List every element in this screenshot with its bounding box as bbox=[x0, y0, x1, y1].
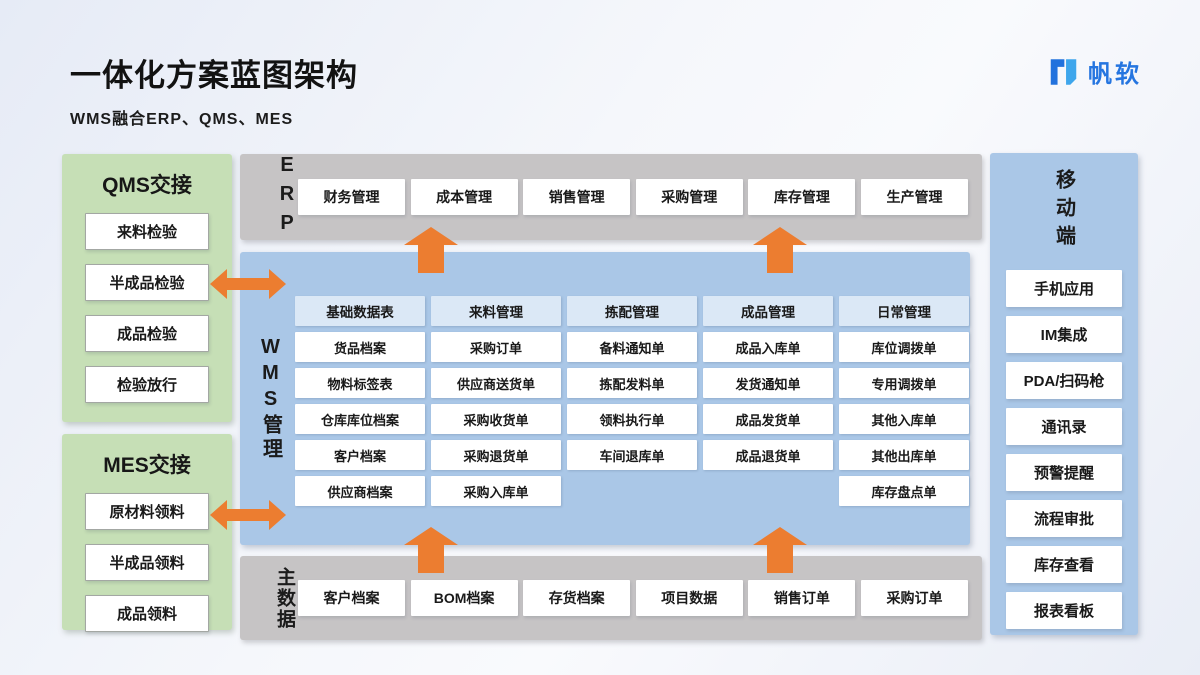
erp-module: 成本管理 bbox=[410, 179, 518, 215]
wms-cell: 其他入库单 bbox=[839, 404, 969, 434]
wms-cell: 库位调拨单 bbox=[839, 332, 969, 362]
wms-cell: 发货通知单 bbox=[703, 368, 833, 398]
wms-column-header: 拣配管理 bbox=[567, 296, 697, 326]
wms-column: 日常管理 库位调拨单专用调拨单其他入库单其他出库单库存盘点单 bbox=[839, 296, 969, 506]
mobile-item: IM集成 bbox=[1006, 316, 1122, 353]
wms-column: 来料管理 采购订单供应商送货单采购收货单采购退货单采购入库单 bbox=[431, 296, 561, 506]
erp-module: 采购管理 bbox=[635, 179, 743, 215]
erp-bar-label: ERP bbox=[276, 153, 298, 241]
wms-cell: 采购退货单 bbox=[431, 440, 561, 470]
up-arrow-master-to-wms-left bbox=[404, 527, 458, 573]
wms-cell: 采购收货单 bbox=[431, 404, 561, 434]
mes-item: 半成品领料 bbox=[85, 544, 209, 581]
erp-module: 库存管理 bbox=[748, 179, 856, 215]
erp-bar: ERP 财务管理成本管理销售管理采购管理库存管理生产管理 bbox=[240, 153, 982, 241]
master-data-item: 客户档案 bbox=[298, 580, 405, 616]
wms-cell: 成品退货单 bbox=[703, 440, 833, 470]
erp-module-list: 财务管理成本管理销售管理采购管理库存管理生产管理 bbox=[298, 179, 982, 215]
page-subtitle: WMS融合ERP、QMS、MES bbox=[70, 111, 294, 128]
qms-item-list: 来料检验半成品检验成品检验检验放行 bbox=[62, 199, 232, 403]
mobile-item: 库存查看 bbox=[1006, 546, 1122, 583]
wms-column: 拣配管理 备料通知单拣配发料单领料执行单车间退库单 bbox=[567, 296, 697, 506]
mobile-item: 手机应用 bbox=[1006, 270, 1122, 307]
mobile-item: PDA/扫码枪 bbox=[1006, 362, 1122, 399]
qms-item: 成品检验 bbox=[85, 315, 209, 352]
brand-logo-text: 帆软 bbox=[1088, 61, 1142, 88]
wms-cell: 成品发货单 bbox=[703, 404, 833, 434]
double-arrow-mes-wms bbox=[210, 498, 286, 532]
page-title: 一体化方案蓝图架构 bbox=[70, 58, 358, 93]
wms-panel-label: WMS管理 bbox=[259, 335, 282, 462]
erp-module: 生产管理 bbox=[860, 179, 968, 215]
double-arrow-qms-wms bbox=[210, 267, 286, 301]
master-data-item: 项目数据 bbox=[635, 580, 743, 616]
wms-cell: 专用调拨单 bbox=[839, 368, 969, 398]
mobile-panel: 移动端 手机应用 IM集成 PDA/扫码枪通讯录预警提醒流程审批库存查看报表看板 bbox=[990, 153, 1138, 635]
wms-cell: 备料通知单 bbox=[567, 332, 697, 362]
qms-panel-title: QMS交接 bbox=[102, 174, 192, 197]
up-arrow-master-to-wms-right bbox=[753, 527, 807, 573]
wms-cell: 领料执行单 bbox=[567, 404, 697, 434]
master-data-label: 主数据 bbox=[274, 566, 295, 630]
wms-cell: 供应商送货单 bbox=[431, 368, 561, 398]
wms-column-header: 基础数据表 bbox=[295, 296, 425, 326]
wms-cell: 物料标签表 bbox=[295, 368, 425, 398]
mobile-panel-label: 移动端 bbox=[1052, 169, 1075, 253]
brand-logo: 帆软 bbox=[1046, 54, 1142, 89]
wms-column-header: 日常管理 bbox=[839, 296, 969, 326]
mobile-item: 预警提醒 bbox=[1006, 454, 1122, 491]
mobile-item: 报表看板 bbox=[1006, 592, 1122, 629]
mes-item: 原材料领料 bbox=[85, 493, 209, 530]
wms-panel: WMS管理 基础数据表 货品档案物料标签表仓库库位档案客户档案供应商档案 来料管… bbox=[240, 252, 970, 545]
wms-cell: 拣配发料单 bbox=[567, 368, 697, 398]
wms-cell: 成品入库单 bbox=[703, 332, 833, 362]
wms-cell: 采购订单 bbox=[431, 332, 561, 362]
master-data-item: 采购订单 bbox=[860, 580, 968, 616]
wms-cell: 供应商档案 bbox=[295, 476, 425, 506]
mes-panel: MES交接 原材料领料半成品领料成品领料 bbox=[62, 434, 232, 632]
wms-column-header: 来料管理 bbox=[431, 296, 561, 326]
qms-item: 半成品检验 bbox=[85, 264, 209, 301]
mes-panel-title: MES交接 bbox=[103, 454, 191, 477]
qms-item: 检验放行 bbox=[85, 366, 209, 403]
fanruan-logo-icon bbox=[1050, 58, 1077, 85]
wms-column: 成品管理 成品入库单发货通知单成品发货单成品退货单 bbox=[703, 296, 833, 506]
up-arrow-wms-to-erp-right bbox=[753, 227, 807, 273]
wms-cell: 货品档案 bbox=[295, 332, 425, 362]
wms-cell: 其他出库单 bbox=[839, 440, 969, 470]
wms-column: 基础数据表 货品档案物料标签表仓库库位档案客户档案供应商档案 bbox=[295, 296, 425, 506]
wms-cell: 仓库库位档案 bbox=[295, 404, 425, 434]
up-arrow-wms-to-erp-left bbox=[404, 227, 458, 273]
qms-item: 来料检验 bbox=[85, 213, 209, 250]
mobile-item: 流程审批 bbox=[1006, 500, 1122, 537]
qms-panel: QMS交接 来料检验半成品检验成品检验检验放行 bbox=[62, 154, 232, 422]
wms-column-header: 成品管理 bbox=[703, 296, 833, 326]
master-data-item: 销售订单 bbox=[748, 580, 856, 616]
master-data-item: BOM档案 bbox=[410, 580, 518, 616]
master-data-item: 存货档案 bbox=[523, 580, 631, 616]
wms-cell: 库存盘点单 bbox=[839, 476, 969, 506]
wms-grid: 基础数据表 货品档案物料标签表仓库库位档案客户档案供应商档案 来料管理 采购订单… bbox=[295, 296, 969, 506]
mobile-item: 通讯录 bbox=[1006, 408, 1122, 445]
erp-module: 财务管理 bbox=[298, 179, 405, 215]
mes-item-list: 原材料领料半成品领料成品领料 bbox=[62, 479, 232, 632]
wms-cell: 客户档案 bbox=[295, 440, 425, 470]
mobile-item-list: 手机应用 IM集成 PDA/扫码枪通讯录预警提醒流程审批库存查看报表看板 bbox=[990, 254, 1138, 629]
wms-cell: 采购入库单 bbox=[431, 476, 561, 506]
wms-cell: 车间退库单 bbox=[567, 440, 697, 470]
erp-module: 销售管理 bbox=[523, 179, 631, 215]
mes-item: 成品领料 bbox=[85, 595, 209, 632]
